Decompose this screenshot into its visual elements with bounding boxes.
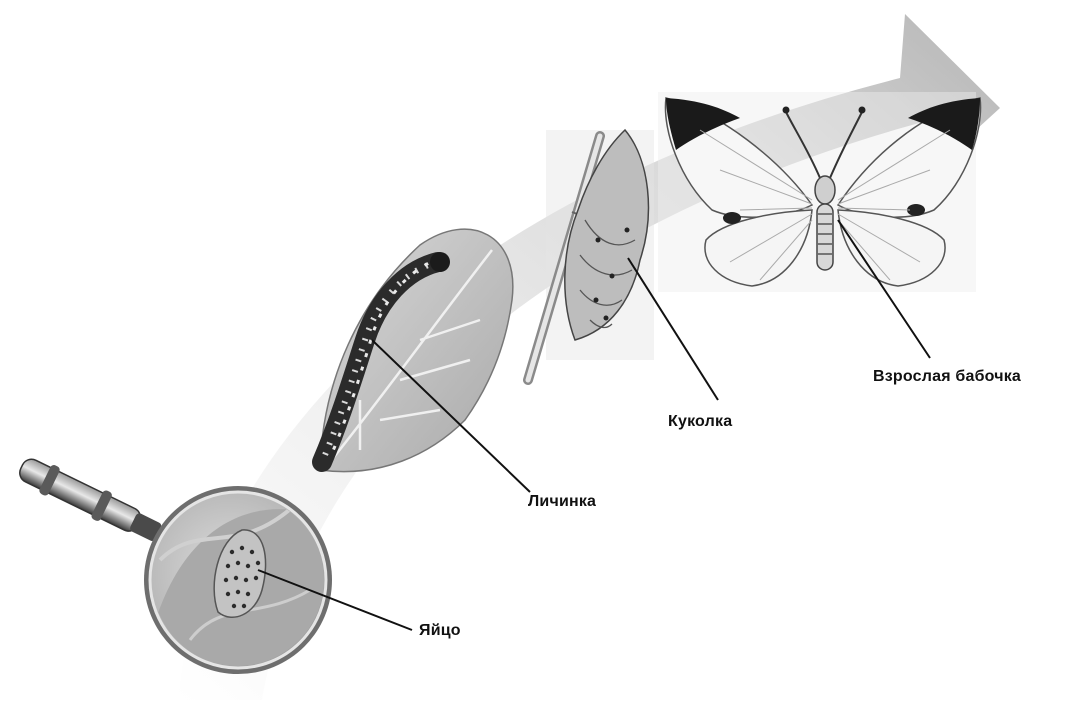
chrysalis-icon [528,130,654,380]
label-egg: Яйцо [419,622,461,640]
label-larva: Личинка [528,493,596,511]
caterpillar-icon [320,229,513,471]
label-pupa: Куколка [668,413,732,431]
label-adult: Взрослая бабочка [873,368,1021,386]
butterfly-icon [658,92,981,292]
